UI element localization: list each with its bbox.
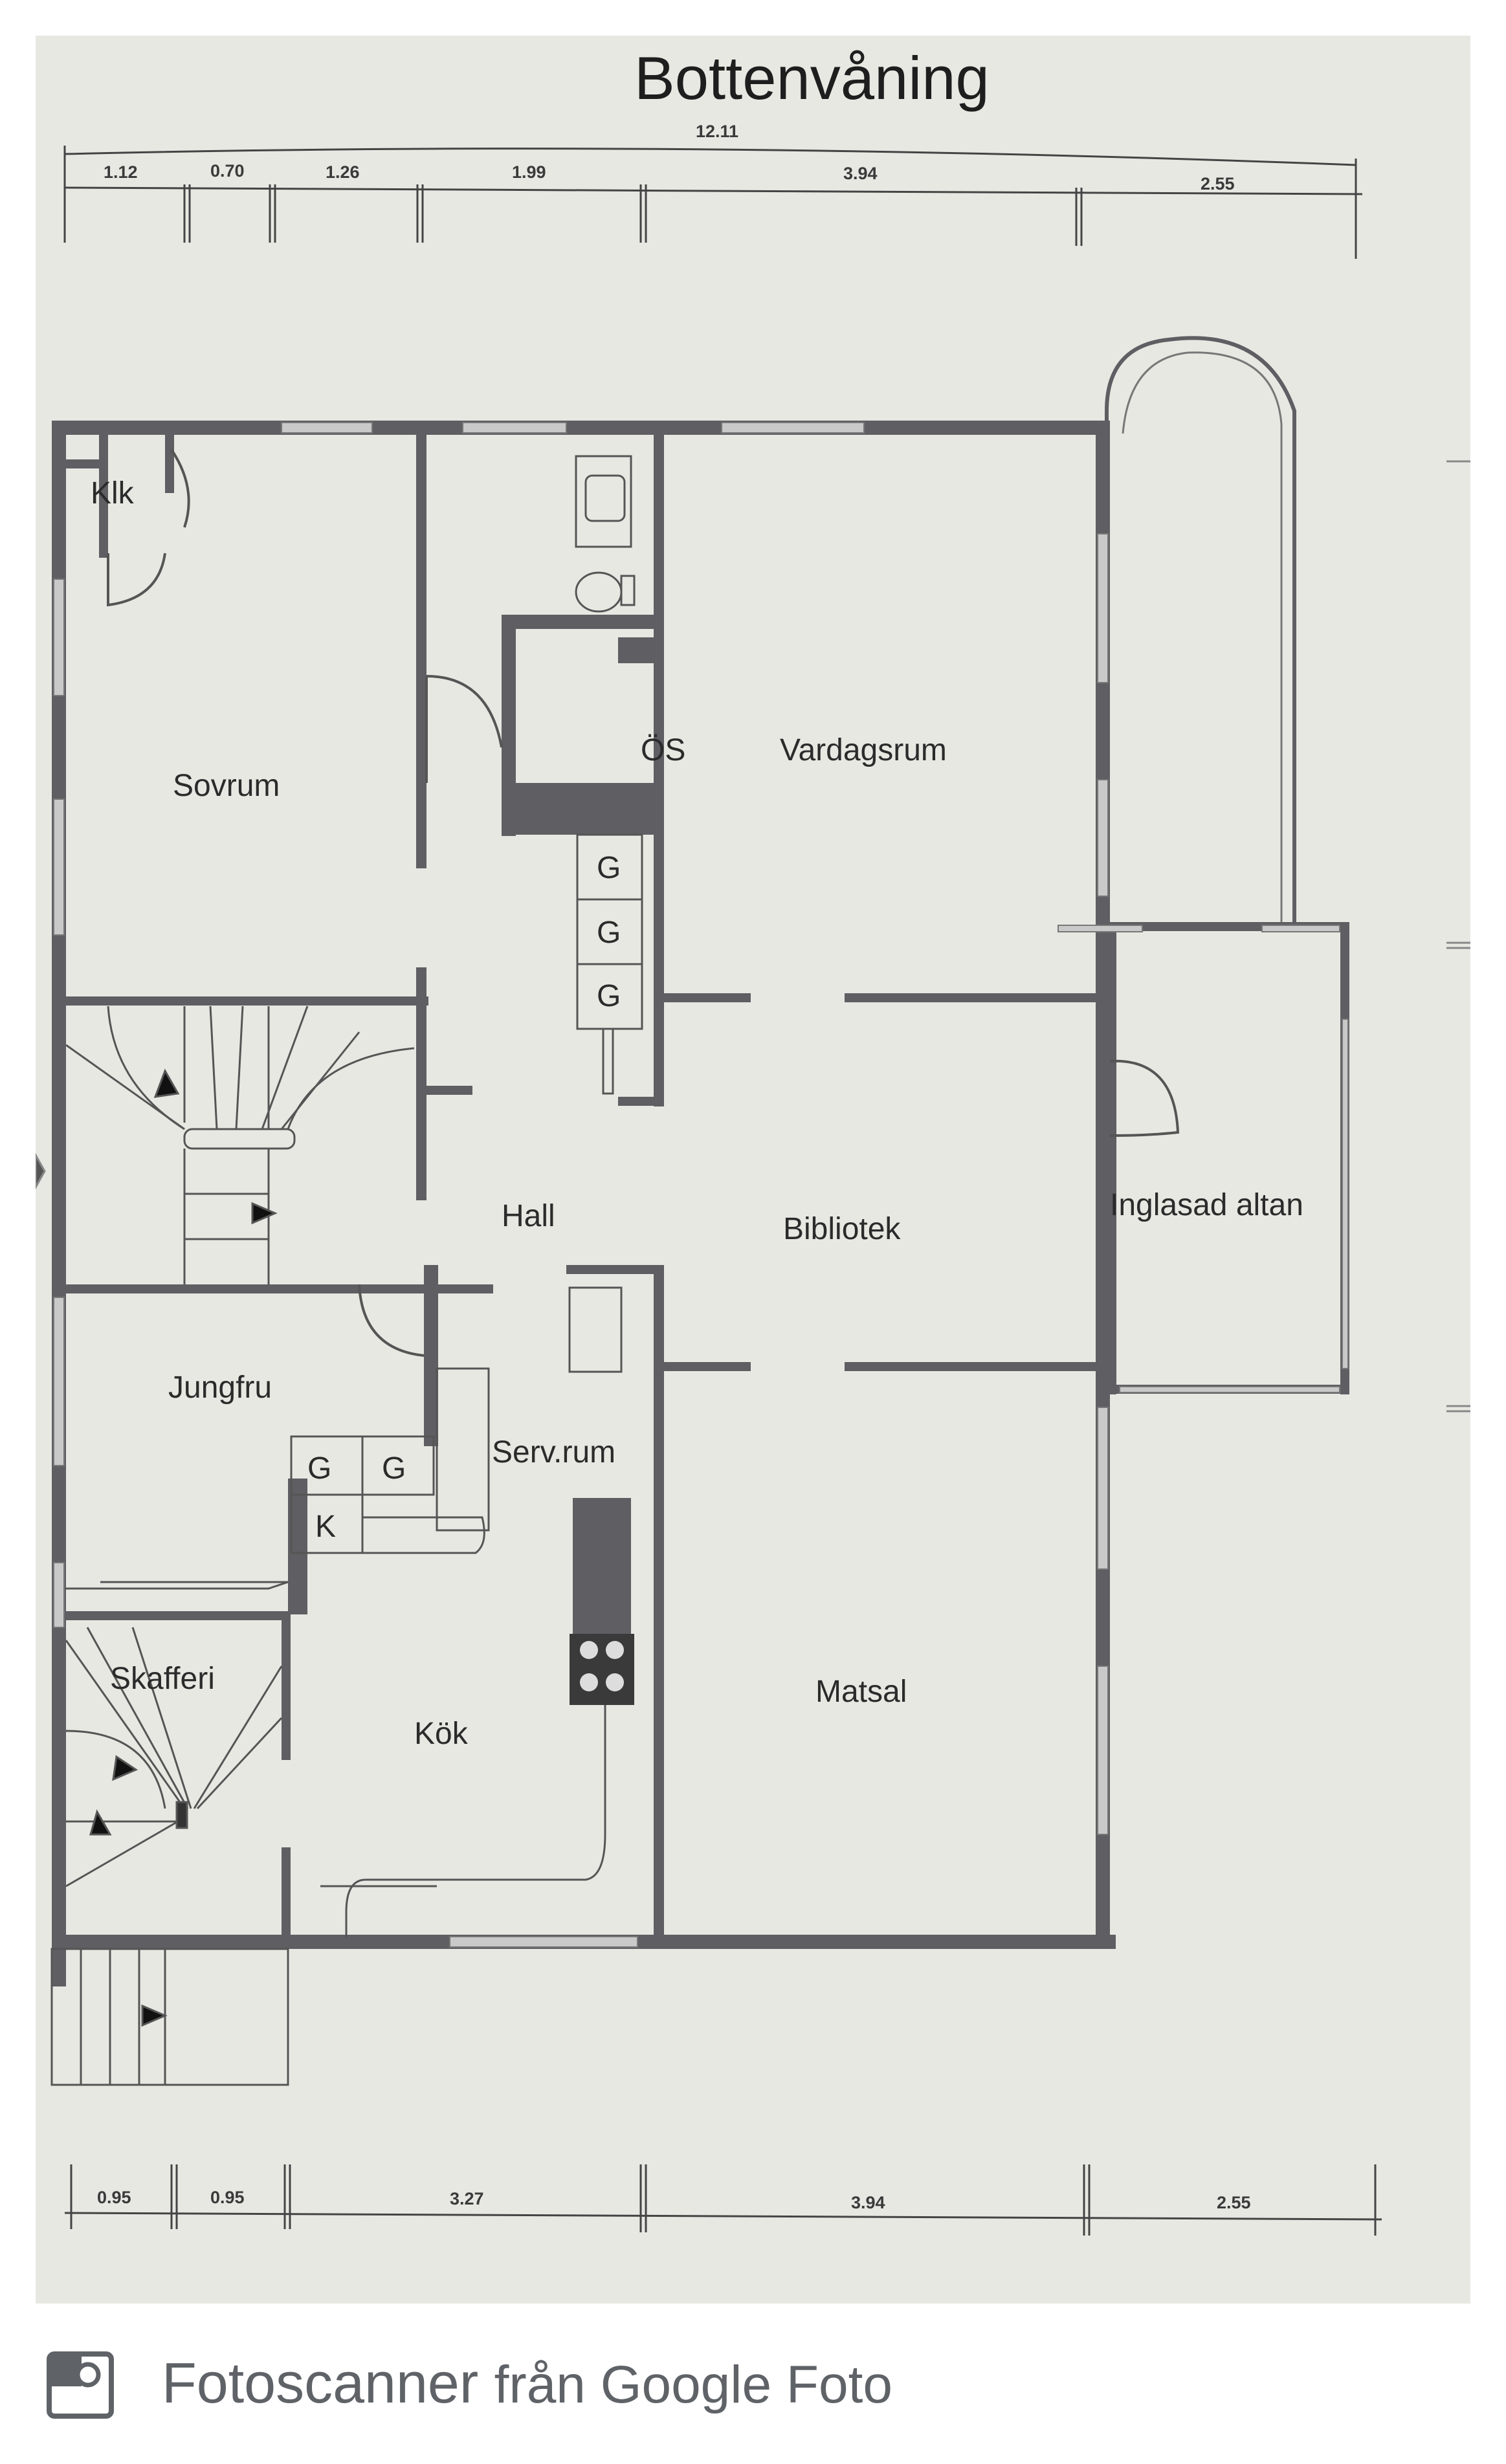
back-staircase [65, 1627, 283, 1887]
margin-markers [36, 460, 1470, 1413]
main-staircase [65, 1006, 415, 1284]
room-os: ÖS [641, 733, 685, 767]
scanned-sheet [36, 36, 1470, 2304]
bottom-dimension-chain [64, 2164, 1382, 2236]
room-jungfru: Jungfru [168, 1370, 272, 1405]
room-inglasad-altan: Inglasad altan [1110, 1188, 1303, 1222]
bottom-dim-2: 0.95 [210, 2188, 245, 2207]
top-dim-1: 1.12 [104, 162, 138, 182]
round-balcony [1105, 336, 1296, 922]
top-dimension-chain [63, 146, 1363, 259]
stove [570, 1634, 634, 1705]
closet-g-5: G [382, 1451, 406, 1486]
bathroom-fixtures [575, 455, 636, 613]
fotoscanner-logo-icon [47, 2351, 114, 2419]
top-dim-4: 1.99 [512, 162, 546, 182]
room-matsal: Matsal [815, 1675, 907, 1709]
bottom-dim-5: 2.55 [1217, 2193, 1251, 2212]
closet-column [65, 833, 643, 1938]
bottom-dim-4: 3.94 [851, 2193, 885, 2212]
bottom-dim-1: 0.95 [97, 2188, 131, 2207]
footer-caption: Fotoscanner från Google Foto [162, 2350, 892, 2416]
room-bibliotek: Bibliotek [783, 1212, 901, 1246]
overall-dimension: 12.11 [696, 122, 738, 141]
top-dim-6: 2.55 [1201, 174, 1235, 193]
closet-g-4: G [307, 1451, 331, 1486]
bottom-dim-3: 3.27 [450, 2189, 484, 2208]
closet-g-3: G [597, 979, 621, 1013]
floor-plan: Bottenvåning 12.11 1.12 0.70 1.26 1.99 3… [36, 44, 1470, 2236]
room-vardagsrum: Vardagsrum [780, 733, 947, 767]
room-hall: Hall [502, 1199, 555, 1233]
top-dim-2: 0.70 [210, 161, 245, 181]
footer-source: från Google Foto [494, 2355, 892, 2414]
top-dim-5: 3.94 [843, 164, 878, 183]
room-kok: Kök [414, 1717, 469, 1751]
closet-g-2: G [597, 916, 621, 950]
top-dim-3: 1.26 [326, 162, 360, 182]
plan-title: Bottenvåning [634, 44, 990, 112]
room-skafferi: Skafferi [110, 1662, 215, 1696]
footer-app-name: Fotoscanner [162, 2351, 479, 2415]
room-serv-rum: Serv.rum [492, 1435, 615, 1469]
door-swings [107, 448, 1180, 1357]
room-sovrum: Sovrum [173, 769, 280, 803]
closet-g-1: G [597, 851, 621, 885]
closet-k: K [315, 1510, 336, 1544]
windows [53, 422, 1349, 1948]
room-klk: Klk [91, 476, 135, 511]
entrance-stairs [50, 1948, 289, 2086]
footer-watermark: Fotoscanner från Google Foto [0, 2304, 1506, 2464]
